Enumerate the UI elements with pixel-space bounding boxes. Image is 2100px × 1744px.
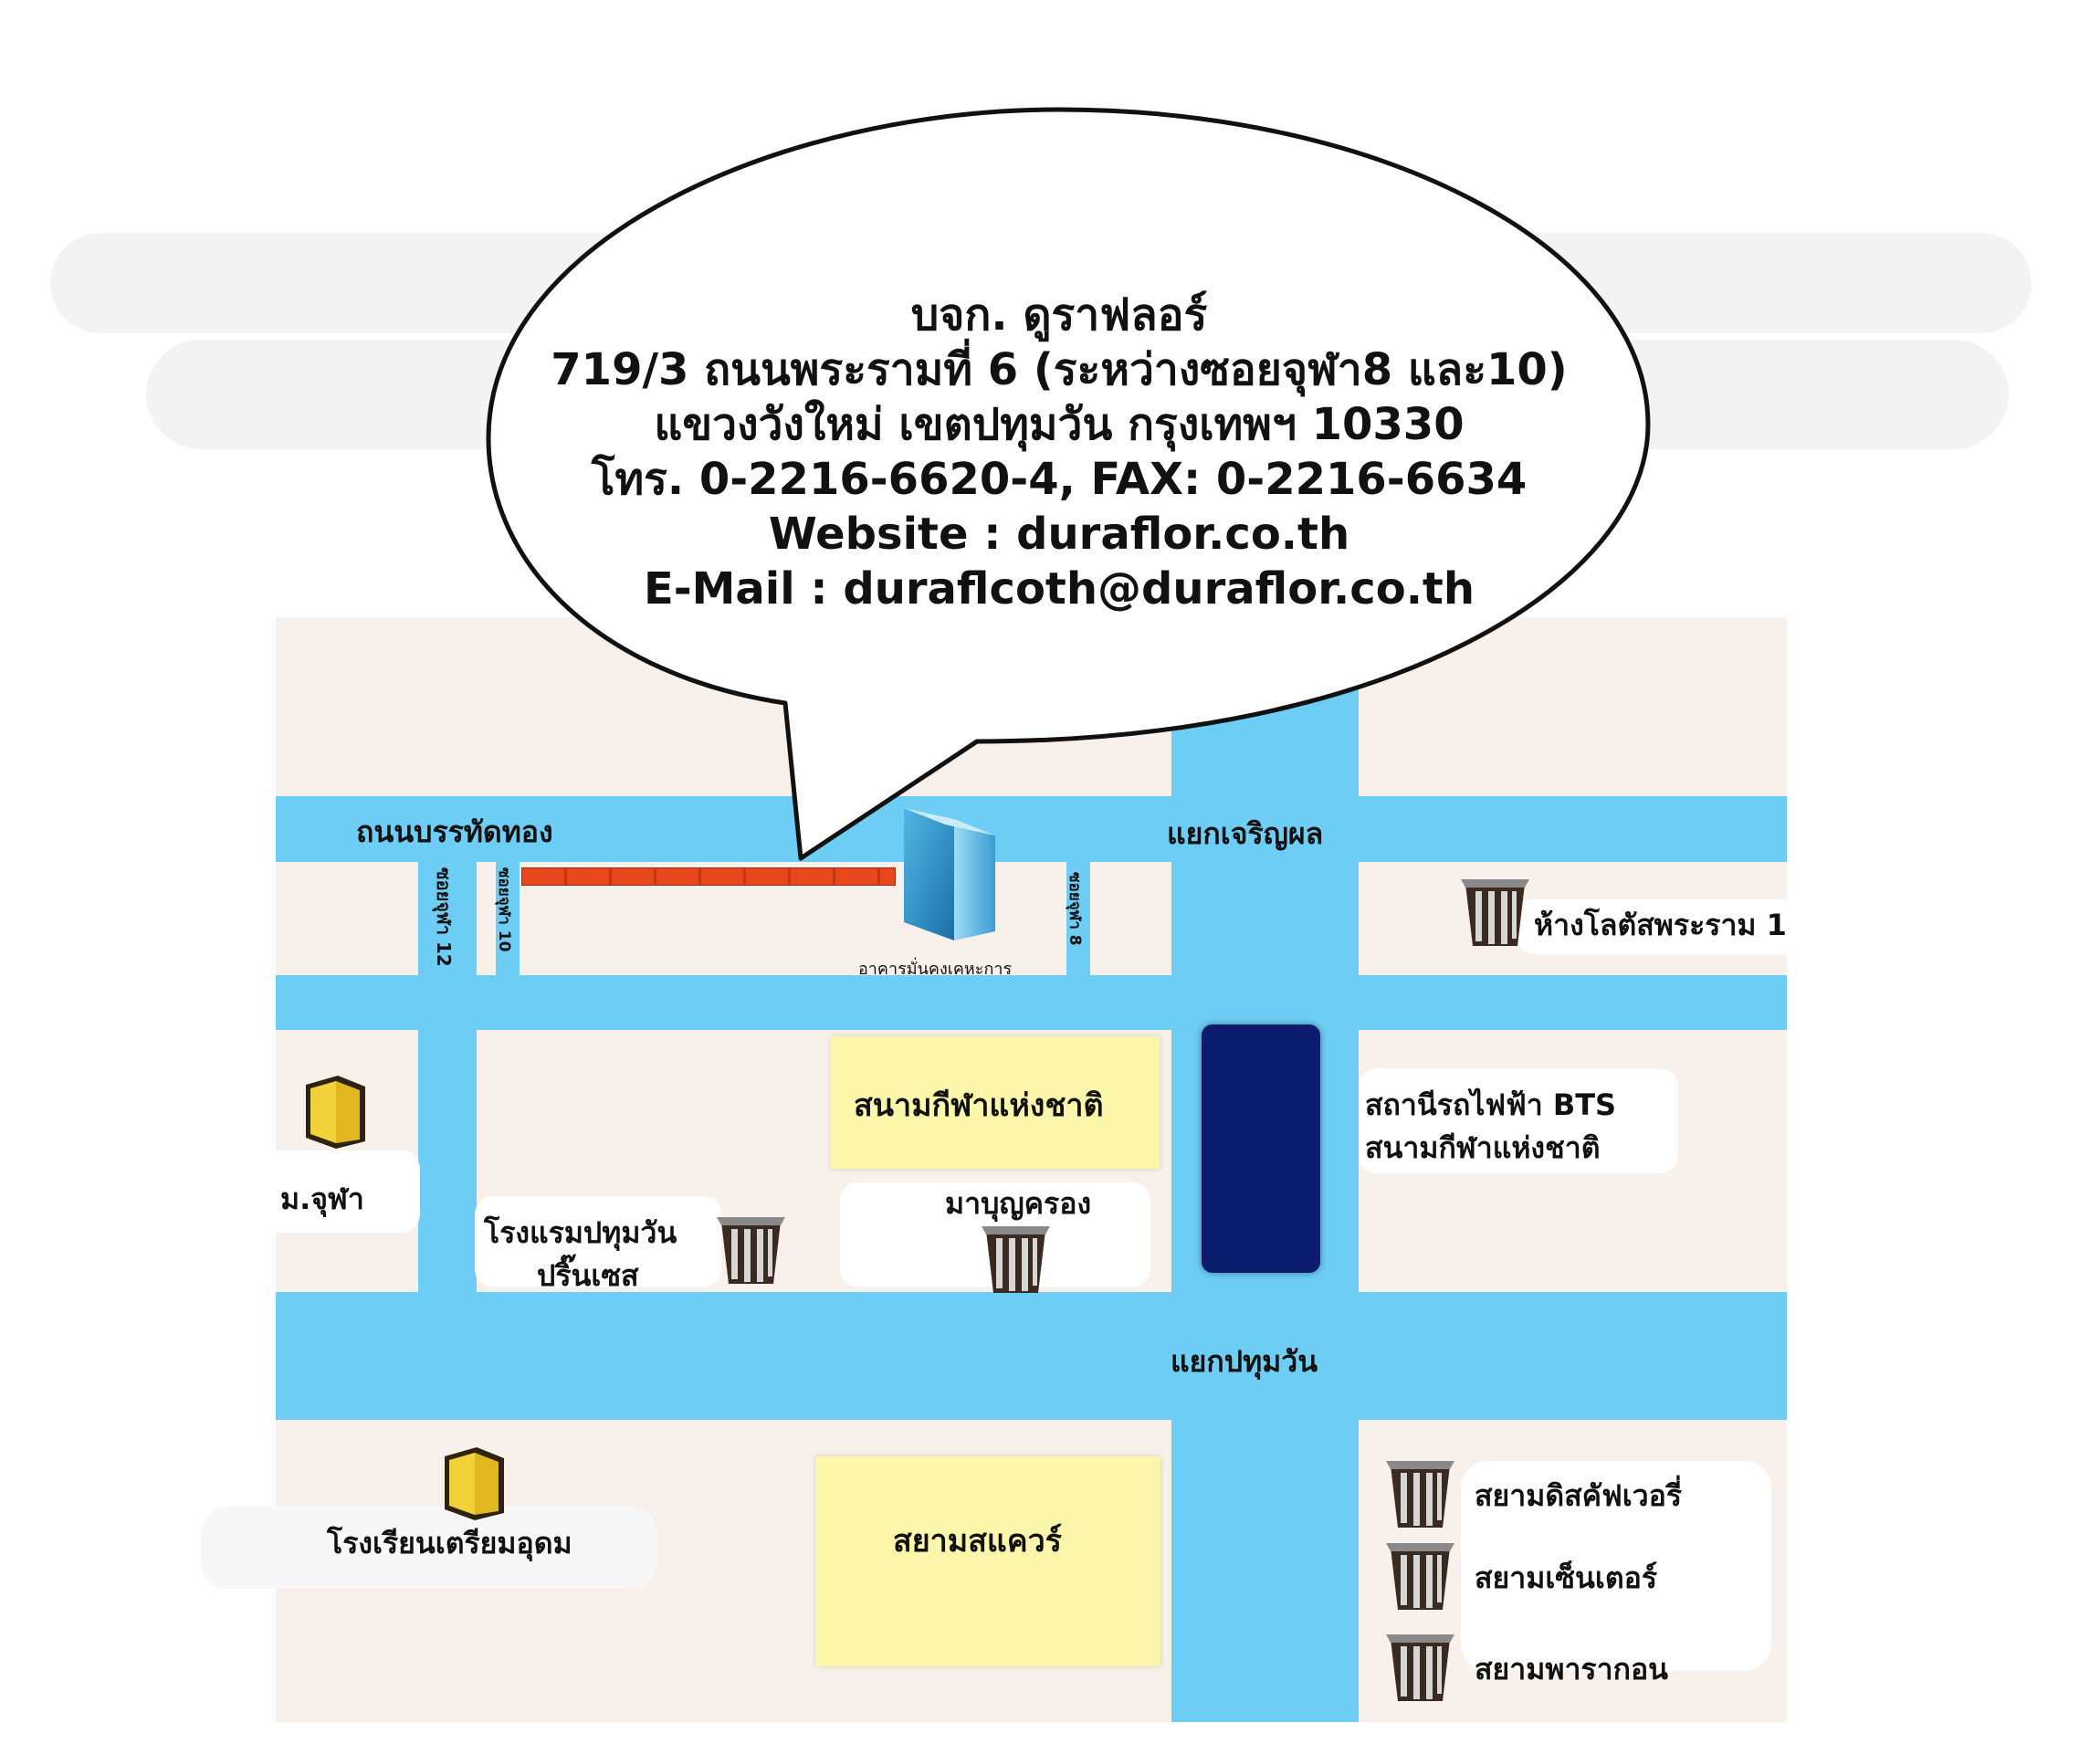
label-backdrop xyxy=(201,1507,657,1589)
road-middle xyxy=(276,975,1787,1030)
street-address: 719/3 ถนนพระรามที่ 6 (ระหว่างซอยจุฬา8 แล… xyxy=(551,344,1568,395)
bts-label-line1: สถานีรถไฟฟ้า BTS xyxy=(1365,1087,1617,1122)
mbk-label: มาบุญครอง xyxy=(945,1186,1092,1221)
lotus-label: ห้างโลตัสพระราม 1 xyxy=(1534,908,1787,942)
hotel-label-line2: ปริ๊นเซส xyxy=(537,1258,639,1293)
mall-building-icon xyxy=(1461,879,1529,946)
school-book-icon xyxy=(306,1076,365,1149)
road-rama1 xyxy=(276,1292,1787,1420)
label-backdrop xyxy=(475,1196,721,1287)
road-soi-8 xyxy=(1066,862,1090,975)
label-backdrop xyxy=(1461,1461,1771,1671)
email[interactable]: E-Mail : duraflcoth@duraflor.co.th xyxy=(643,563,1475,615)
mall-building-icon xyxy=(1386,1634,1454,1701)
district-address: แขวงวังใหม่ เขตปทุมวัน กรุงเทพฯ 10330 xyxy=(654,399,1465,450)
stadium-block xyxy=(831,1036,1160,1169)
road-banthat-thong xyxy=(276,796,1787,862)
road-label-charoen-phon: แยกเจริญผล xyxy=(1167,816,1324,851)
bts-label-line2: สนามกีฬาแห่งชาติ xyxy=(1365,1130,1601,1165)
office-tower-icon xyxy=(904,808,995,940)
stadium-label: สนามกีฬาแห่งชาติ xyxy=(854,1087,1104,1124)
road-label-banthat-thong: ถนนบรรทัดทอง xyxy=(356,814,553,849)
mall-building-icon xyxy=(982,1226,1050,1293)
route-line xyxy=(521,867,896,886)
road-soi-10 xyxy=(496,862,520,975)
siam-square-label: สยามสแควร์ xyxy=(893,1523,1062,1560)
siam-square-block xyxy=(815,1456,1160,1666)
road-label-pathumwan: แยกปทุมวัน xyxy=(1171,1344,1318,1379)
mall-building-icon xyxy=(1386,1461,1454,1528)
chula-uni-label: ม.จุฬา xyxy=(280,1182,364,1216)
company-name: บจก. ดูราฟลอร์ xyxy=(910,289,1208,341)
mall-building-icon xyxy=(717,1217,785,1284)
label-backdrop xyxy=(1359,1068,1678,1173)
triam-udom-label: โรงเรียนเตรียมอุดม xyxy=(327,1526,572,1560)
website[interactable]: Website : duraflor.co.th xyxy=(768,509,1350,560)
label-backdrop xyxy=(1516,899,1863,954)
school-book-icon xyxy=(445,1447,504,1520)
label-backdrop xyxy=(183,1150,420,1233)
siam-discovery-label: สยามดิสคัฟเวอรี่ xyxy=(1475,1478,1683,1513)
bts-station xyxy=(1202,1024,1320,1273)
siam-paragon-label: สยามพารากอน xyxy=(1475,1652,1669,1686)
mall-building-icon xyxy=(1386,1543,1454,1610)
siam-center-label: สยามเซ็นเตอร์ xyxy=(1475,1560,1657,1595)
hotel-label-line1: โรงแรมปทุมวัน xyxy=(484,1215,677,1250)
building-label: อาคารมั่นคงเคหะการ xyxy=(858,960,1013,979)
phone-fax: โทร. 0-2216-6620-4, FAX: 0-2216-6634 xyxy=(591,454,1528,505)
road-soi-12 xyxy=(418,862,477,1292)
address-block: บจก. ดูราฟลอร์ 719/3 ถนนพระรามที่ 6 (ระห… xyxy=(484,288,1634,616)
